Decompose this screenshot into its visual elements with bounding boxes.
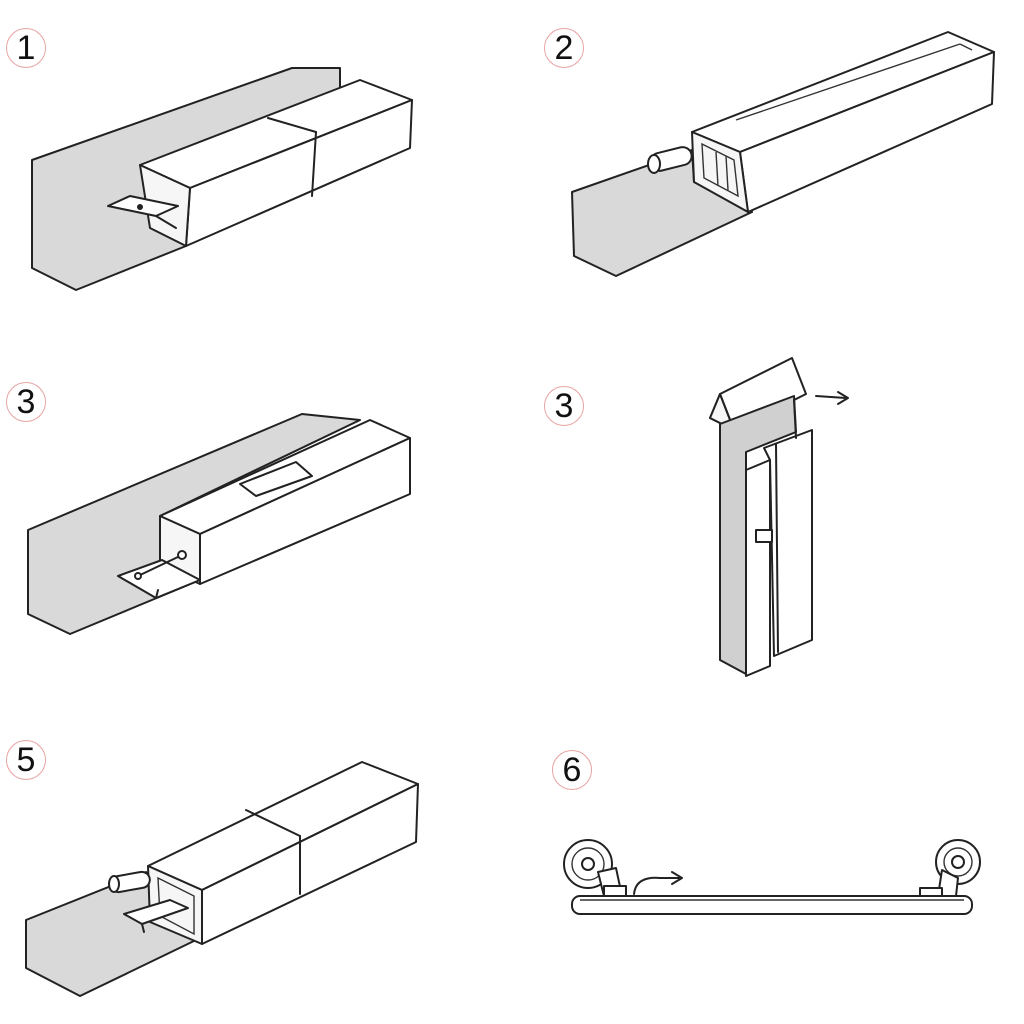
step-2-illustration	[571, 31, 995, 277]
step-3a-top-plate	[239, 461, 313, 497]
step-2-rail-end	[691, 131, 749, 213]
step-6-right-roller	[919, 839, 981, 897]
step-6-left-roller	[563, 839, 627, 897]
step-1-badge: 1	[6, 28, 46, 68]
step-3b-back-panel	[719, 395, 797, 675]
step-6-arrow	[633, 871, 683, 895]
step-2-badge: 2	[544, 28, 584, 68]
step-6-badge: 6	[552, 750, 592, 790]
step-6-illustration	[563, 839, 981, 915]
step-3a-bottom-plate	[117, 559, 201, 599]
step-5-badge: 5	[6, 740, 46, 780]
step-3a-illustration	[27, 413, 411, 635]
step-5-illustration	[25, 761, 419, 997]
step-5-bracket-plate	[123, 899, 189, 925]
step-6-rail	[571, 895, 973, 915]
step-3b-latch	[755, 529, 773, 543]
step-1-screw-hole	[137, 204, 143, 210]
step-3b-front-panel	[745, 459, 771, 677]
step-3b-arrow	[815, 391, 849, 405]
step-3b-illustration	[709, 357, 849, 677]
step-3a-badge: 3	[6, 382, 46, 422]
step-1-illustration	[31, 67, 413, 291]
step-1-bracket-plate	[107, 195, 179, 217]
step-3b-badge: 3	[544, 386, 584, 426]
